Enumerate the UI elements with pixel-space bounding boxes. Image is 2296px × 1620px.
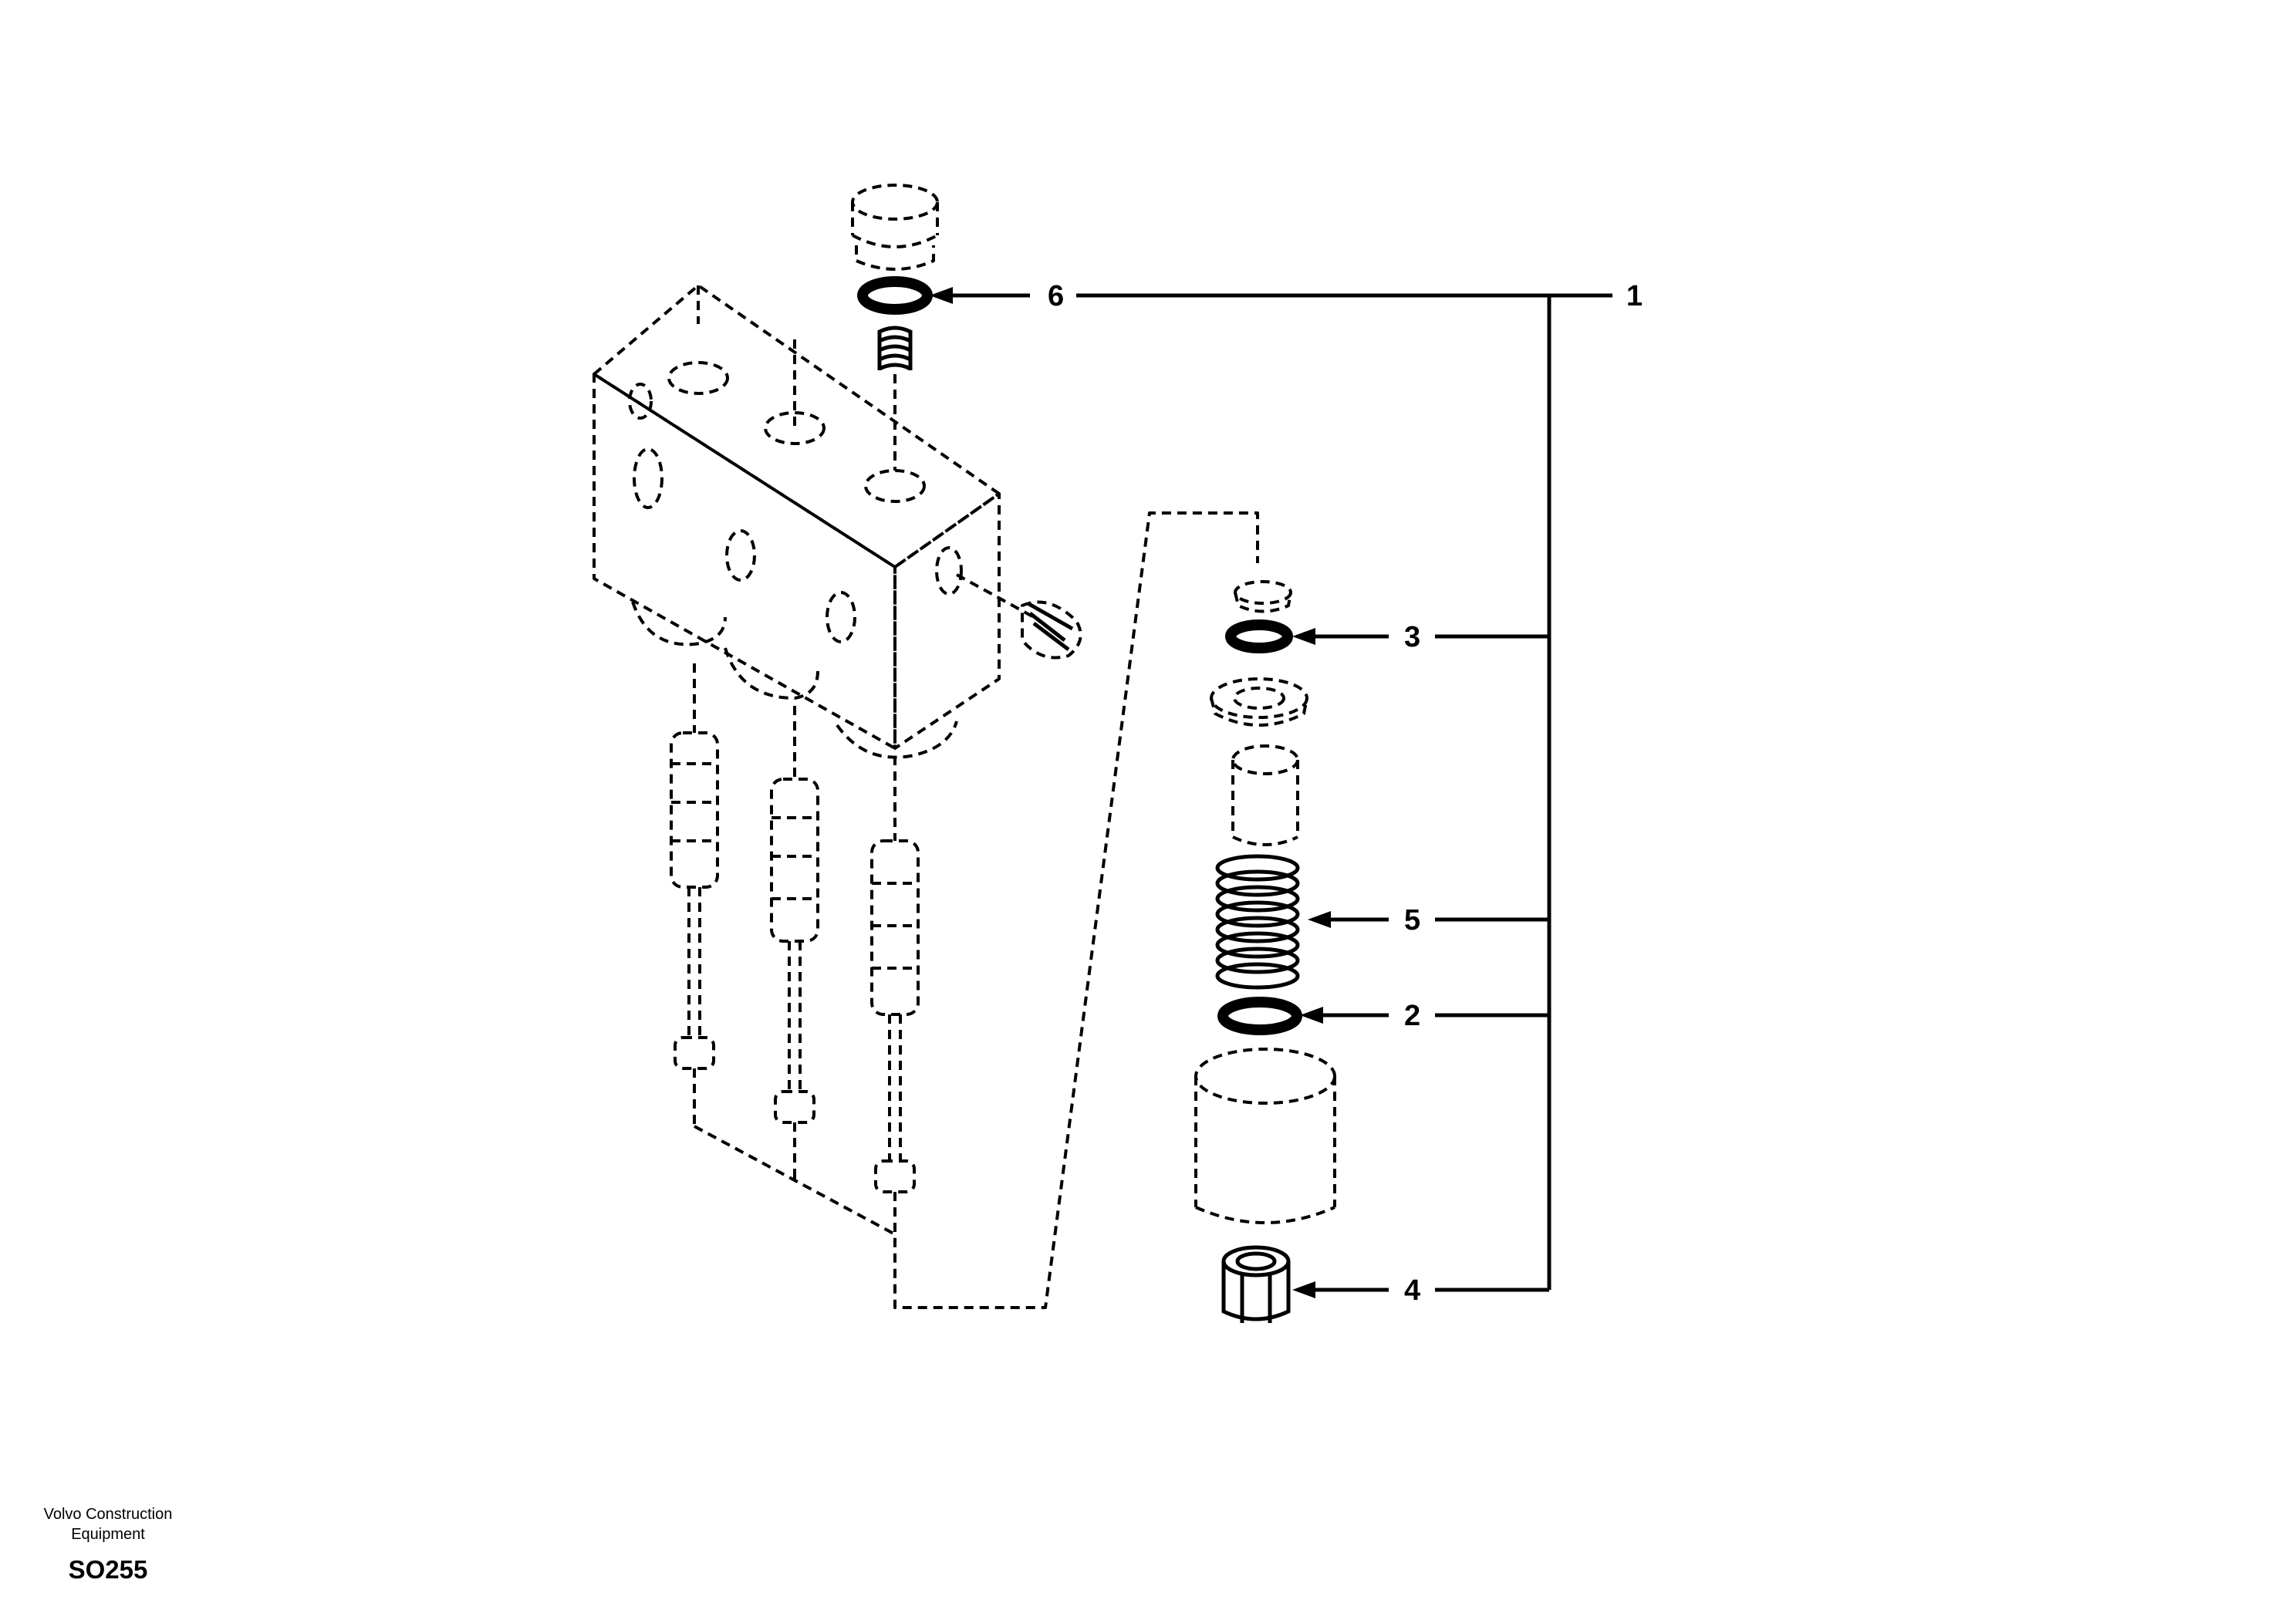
sleeve [1231,744,1299,846]
callout-2: 2 [1404,1000,1420,1032]
top-spring [877,326,913,471]
spool-left [670,663,719,1126]
nut-item-4 [1221,1245,1291,1323]
side-plug [956,573,1082,660]
callout-6: 6 [1048,280,1064,312]
piston [1194,1048,1336,1224]
callout-leaders [930,287,1612,1298]
footer-branding: Volvo Construction Equipment SO255 [31,1504,185,1585]
callout-5: 5 [1404,904,1420,937]
o-ring-item-3 [1225,619,1293,653]
top-plug [851,184,939,271]
company-name-line2: Equipment [71,1526,145,1543]
spring-item-5 [1215,854,1300,990]
callout-4: 4 [1404,1274,1420,1307]
callout-3: 3 [1404,621,1420,653]
callout-1: 1 [1626,280,1643,312]
o-ring-item-2 [1217,997,1302,1035]
o-ring-item-6 [857,276,933,315]
spool-right [870,756,920,1234]
seat-washer [1210,677,1308,727]
diagram-code: SO255 [68,1555,148,1584]
spool-middle [770,706,819,1176]
cap-nut-top [1234,580,1292,613]
company-name-line1: Volvo Construction [43,1506,173,1523]
assembly-path [694,511,1259,1309]
valve-block [593,284,1001,759]
